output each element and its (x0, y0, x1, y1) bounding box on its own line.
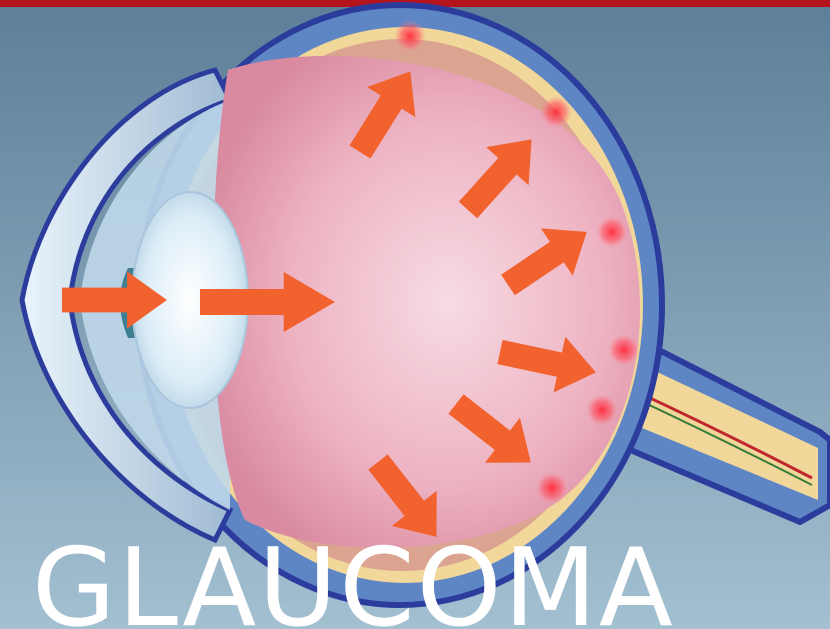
pressure-spot (608, 334, 640, 366)
pressure-spot (596, 216, 628, 248)
pressure-spot (536, 472, 568, 504)
pressure-spot (540, 96, 572, 128)
pressure-spot (586, 394, 618, 426)
pressure-spot (394, 20, 426, 52)
page-title: GLAUCOMA (32, 535, 675, 629)
